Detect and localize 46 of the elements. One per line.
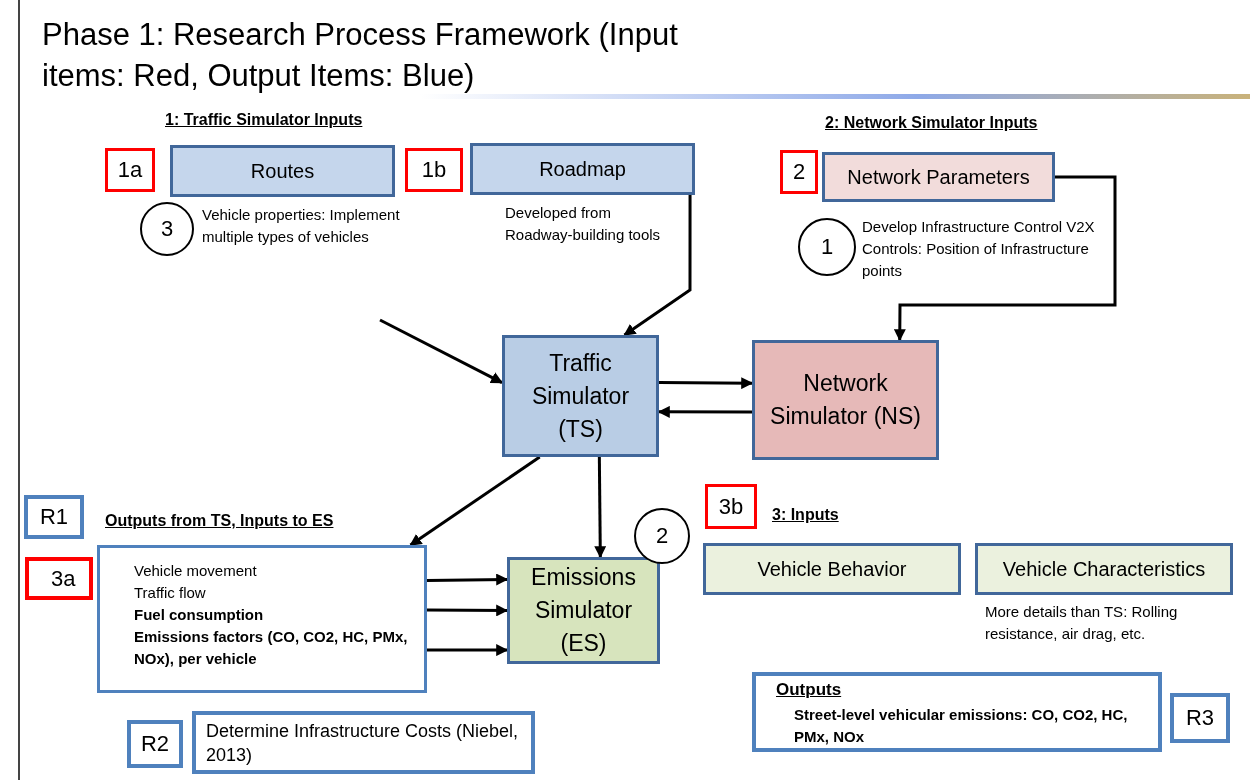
section-heading: Outputs from TS, Inputs to ES — [105, 512, 334, 530]
tag-label: 3b — [705, 484, 757, 529]
section-heading: 2: Network Simulator Inputs — [825, 114, 1038, 132]
number-circle: 1 — [798, 218, 856, 276]
arrow — [594, 457, 607, 559]
section-heading: 3: Inputs — [772, 506, 839, 524]
tag-label: 1b — [405, 148, 463, 192]
tag-label: R2 — [127, 720, 183, 768]
arrow — [659, 377, 754, 390]
arrow — [623, 195, 692, 337]
number-circle: 2 — [634, 508, 690, 564]
section-heading: Outputs — [776, 680, 843, 700]
tag-label: R1 — [24, 495, 84, 539]
note-text: Develop Infrastructure Control V2X Controls: Position of Infrastructure points — [862, 217, 1096, 281]
text-box: Determine Infrastructure Costs (Niebel, 2013) — [192, 711, 535, 774]
arrow — [409, 455, 541, 547]
arrow — [379, 318, 504, 384]
output-panel — [752, 672, 1162, 752]
bullet-item: Street-level vehicular emissions: CO, CO2, HC, PMx, NOx — [794, 705, 1129, 747]
bullet-item: More details than TS: Rolling resistance, air drag, etc. — [985, 602, 1179, 644]
bullet-item: Emissions factors (CO, CO2, HC, PMx, NOx), per vehicle — [134, 627, 409, 669]
process-box: Routes — [170, 145, 395, 197]
arrow — [427, 604, 509, 617]
section-heading: 1: Traffic Simulator Inputs — [165, 111, 363, 129]
highlight-frame: 3a — [25, 557, 93, 600]
process-box: Roadmap — [470, 143, 695, 195]
title: Phase 1: Research Process Framework (Input items: Red, Output Items: Blue) — [42, 16, 679, 95]
tag-label: 2 — [780, 150, 818, 194]
process-box: Traffic Simulator (TS) — [502, 335, 659, 457]
process-box: Vehicle Characteristics — [975, 543, 1233, 595]
arrow — [426, 573, 509, 586]
process-box: Network Parameters — [822, 152, 1055, 202]
process-box: Emissions Simulator (ES) — [507, 557, 660, 664]
bullet-item: Traffic flow — [134, 583, 207, 603]
bullet-item: Developed from Roadway-building tools — [505, 203, 662, 245]
arrow — [893, 175, 1117, 342]
note-text: Vehicle properties: Implement multiple types of vehicles — [202, 205, 401, 247]
process-box: Vehicle Behavior — [703, 543, 961, 595]
bullet-item: Fuel consumption — [134, 605, 265, 625]
tag-label: 1a — [105, 148, 155, 192]
bullet-item: Vehicle movement — [134, 561, 258, 581]
process-box: Network Simulator (NS) — [752, 340, 939, 460]
tag-label: R3 — [1170, 693, 1230, 743]
number-circle: 3 — [140, 202, 194, 256]
arrow — [427, 644, 509, 657]
arrow — [657, 405, 752, 418]
